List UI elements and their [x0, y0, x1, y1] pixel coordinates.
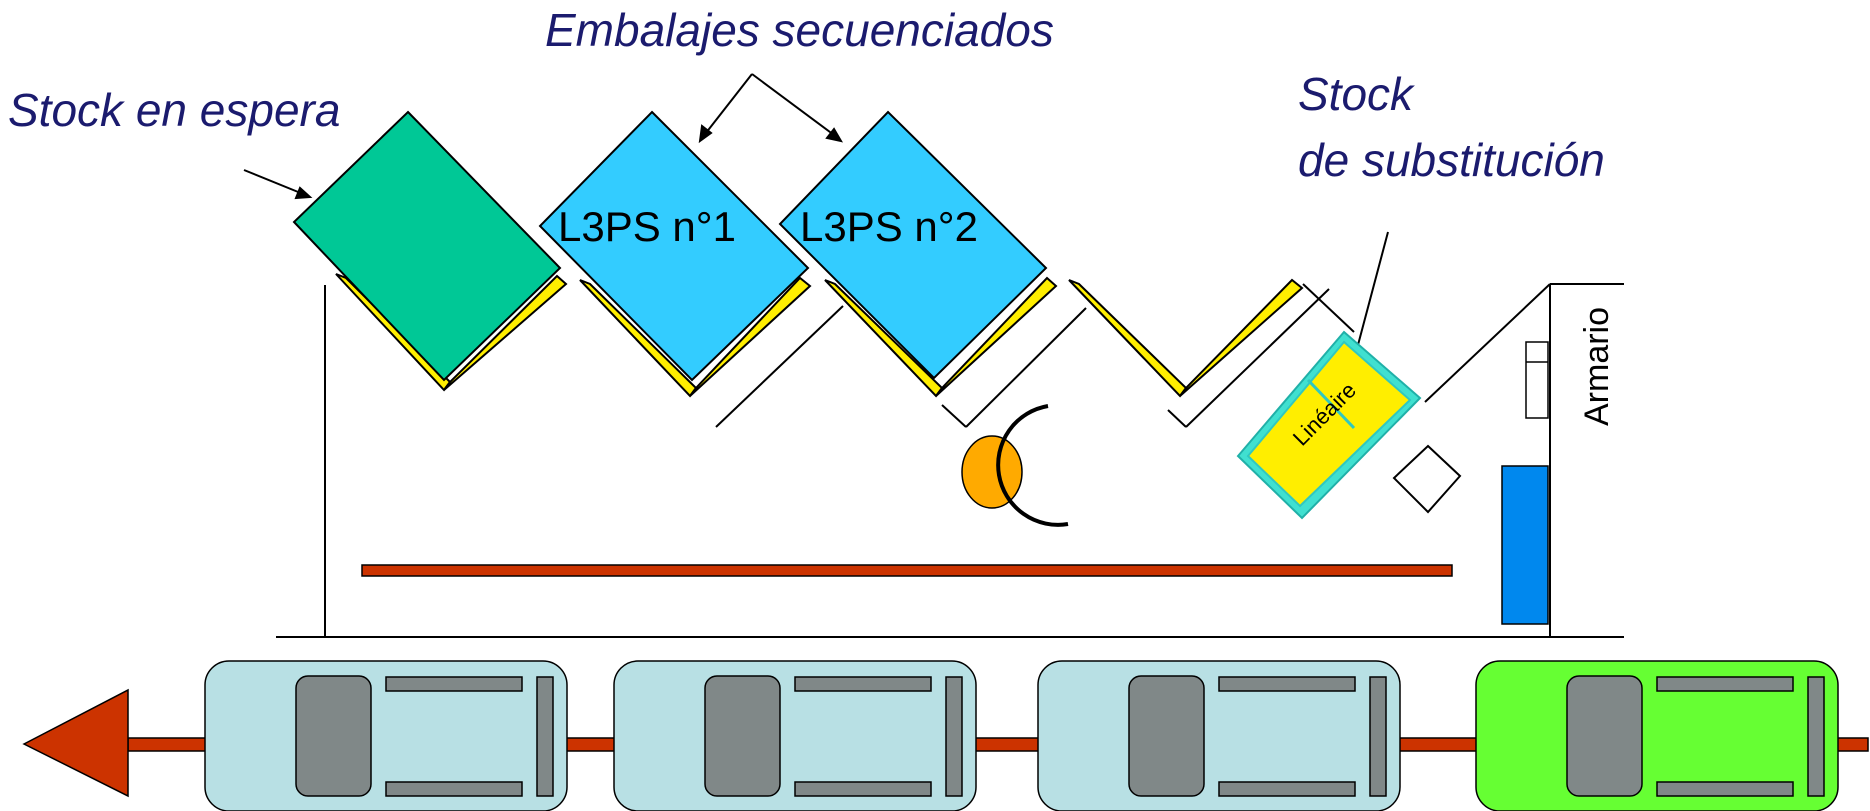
car-rail-top — [794, 676, 932, 692]
car-rail-bottom — [385, 781, 523, 797]
car-rear-bar — [1807, 676, 1825, 797]
car-rail-bottom — [1656, 781, 1794, 797]
l3ps-box-2-label: L3PS n°2 — [800, 203, 978, 250]
arrow-embalajes-left — [701, 73, 753, 139]
lineaire-stock: Linéaire — [1236, 330, 1422, 520]
lineaire-inner — [1246, 340, 1412, 508]
workstation-outline — [276, 283, 1624, 638]
car-row — [204, 660, 1839, 811]
operator-arms — [996, 404, 1069, 527]
l3ps-box-1 — [538, 110, 810, 382]
label-stock-substitucion-line2: de substitución — [1298, 134, 1605, 186]
work-shelf — [361, 564, 1453, 577]
operator-body — [961, 435, 1023, 509]
car-3 — [1037, 660, 1401, 811]
car-rail-bottom — [794, 781, 932, 797]
l3ps-box-1-label: L3PS n°1 — [558, 203, 736, 250]
car-rail-top — [1656, 676, 1794, 692]
armario-handle — [1525, 341, 1549, 419]
rack-1-right — [443, 274, 568, 391]
blue-cabinet — [1501, 465, 1549, 625]
car-cabin — [1128, 675, 1205, 797]
car-rear-bar — [945, 676, 963, 797]
gravity-racks — [335, 273, 1304, 398]
car-rear-bar — [536, 676, 554, 797]
car-4 — [1475, 660, 1839, 811]
car-1 — [204, 660, 568, 811]
arrow-to-stock-head — [294, 186, 313, 200]
stock-en-espera-container — [292, 110, 562, 382]
small-box — [1392, 444, 1462, 514]
car-cabin — [704, 675, 781, 797]
car-cabin — [1566, 675, 1643, 797]
arrow-to-stock — [243, 169, 309, 197]
label-stock-substitucion-line1: Stock — [1298, 68, 1415, 120]
rack-2-right — [689, 276, 812, 397]
car-cabin — [295, 675, 372, 797]
arrow-embalajes-left-head — [698, 124, 713, 144]
armario-label: Armario — [1578, 307, 1616, 426]
l3ps-box-2 — [778, 110, 1048, 380]
label-embalajes-secuenciados: Embalajes secuenciados — [545, 4, 1054, 56]
rack-3-right — [935, 276, 1058, 397]
rack-4-right — [1179, 278, 1304, 397]
arrow-embalajes-right-head — [825, 127, 844, 143]
arrow-left-icon — [22, 688, 129, 798]
car-rail-top — [1218, 676, 1356, 692]
car-rail-top — [385, 676, 523, 692]
car-rear-bar — [1369, 676, 1387, 797]
operator-icon — [961, 404, 1069, 527]
label-stock-en-espera: Stock en espera — [8, 84, 340, 136]
rack-4-left — [1068, 279, 1188, 398]
car-rail-bottom — [1218, 781, 1356, 797]
arrow-to-lineaire — [1353, 231, 1389, 361]
car-2 — [613, 660, 977, 811]
arrow-embalajes-right — [751, 73, 839, 139]
